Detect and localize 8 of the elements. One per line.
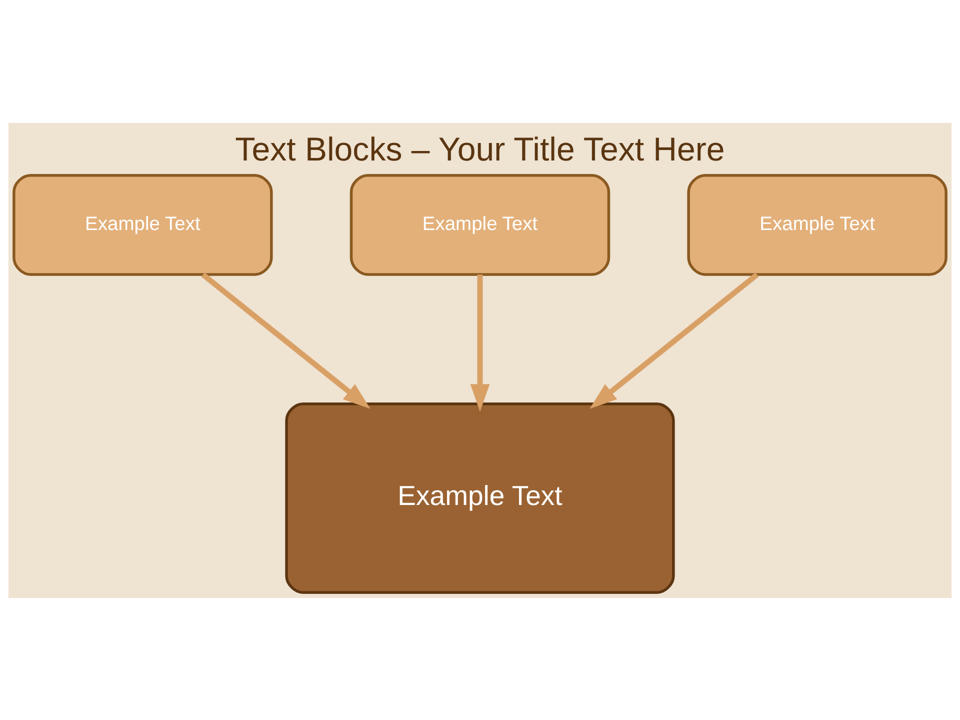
node-box: Example Text [687, 173, 948, 276]
arrow [201, 272, 370, 408]
node-box: Example Text [350, 173, 610, 276]
diagram-title: Text Blocks – Your Title Text Here [235, 130, 725, 168]
arrow [590, 272, 759, 408]
node-box: Example Text [285, 402, 675, 594]
arrow [470, 274, 490, 412]
node-box: Example Text [12, 173, 273, 276]
